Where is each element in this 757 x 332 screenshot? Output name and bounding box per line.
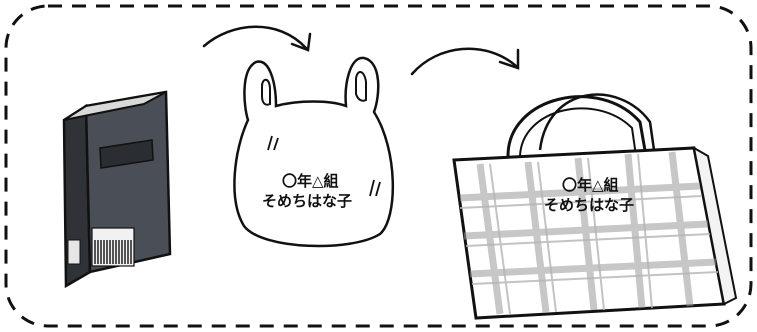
plastic-bag-illustration: 〇年△組 そめちはな子 — [233, 56, 394, 248]
book-illustration — [62, 90, 172, 289]
tote-bag-label-line2: そめちはな子 — [544, 196, 634, 214]
arrow-icon — [202, 25, 312, 52]
plastic-bag-label-line1: 〇年△組 — [282, 172, 339, 190]
tote-bag-label-line1: 〇年△組 — [562, 176, 619, 194]
plastic-bag-label-line2: そめちはな子 — [262, 192, 352, 210]
plastic-bag-label: 〇年△組 そめちはな子 — [262, 172, 352, 210]
tote-bag-illustration: 〇年△組 そめちはな子 — [452, 93, 738, 320]
tote-bag-label: 〇年△組 そめちはな子 — [544, 176, 634, 214]
arrow-icon — [410, 47, 520, 76]
dashed-frame — [4, 4, 753, 328]
